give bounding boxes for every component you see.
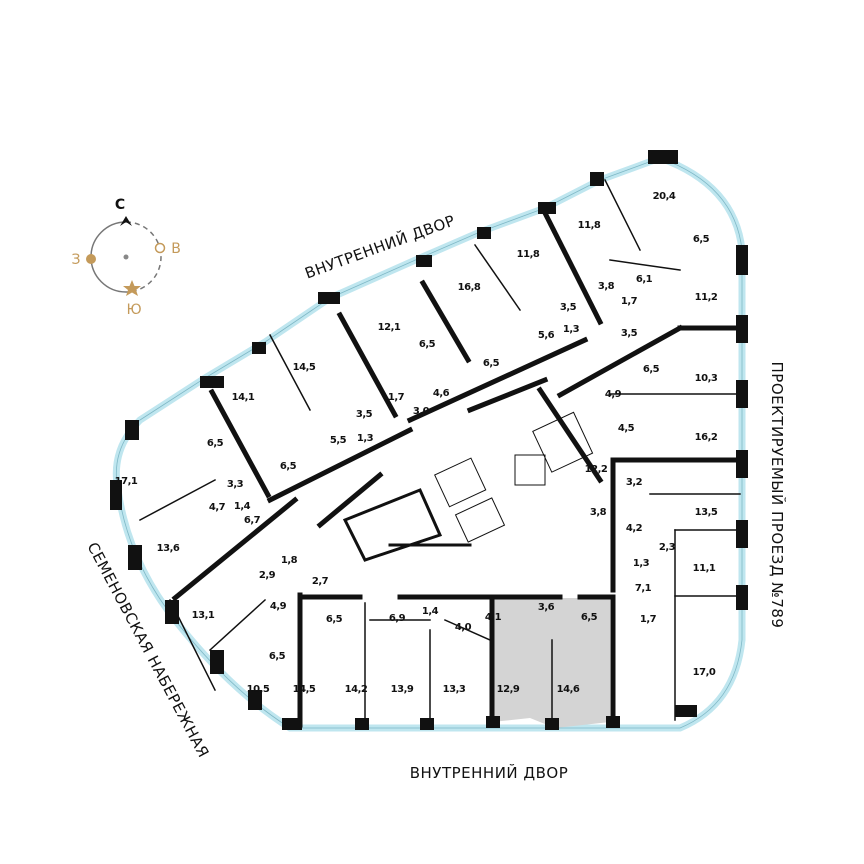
- compass-circle-dashed: [125, 221, 162, 293]
- compass-north-label: С: [115, 197, 125, 213]
- room-area: 10,3: [695, 373, 718, 384]
- room-area: 6,5: [693, 234, 710, 245]
- room-area: 3,0: [413, 406, 430, 417]
- room-area: 4,0: [455, 622, 472, 633]
- room-area: 4,9: [270, 601, 287, 612]
- room-area: 16,2: [695, 432, 718, 443]
- room-area: 3,5: [560, 302, 577, 313]
- room-area: 1,3: [563, 324, 580, 335]
- room-area: 4,2: [626, 523, 643, 534]
- room-area: 12,9: [497, 684, 520, 695]
- street-label-right: ПРОЕКТИРУЕМЫЙ ПРОЕЗД №789: [768, 362, 787, 629]
- room-area: 7,1: [635, 583, 652, 594]
- compass-south-label: Ю: [126, 302, 141, 318]
- room-area: 13,3: [443, 684, 466, 695]
- room-area: 6,1: [636, 274, 653, 285]
- room-area: 3,5: [356, 409, 373, 420]
- highlighted-apartment: [492, 598, 610, 728]
- room-area: 3,6: [538, 602, 555, 613]
- room-area: 20,4: [653, 191, 676, 202]
- room-area: 1,3: [633, 558, 650, 569]
- room-area: 14,5: [293, 684, 316, 695]
- room-area: 17,1: [115, 476, 138, 487]
- room-area: 13,6: [157, 543, 180, 554]
- room-area: 3,8: [598, 281, 615, 292]
- room-area: 4,6: [433, 388, 450, 399]
- room-area: 2,7: [312, 576, 329, 587]
- room-area: 1,7: [640, 614, 657, 625]
- room-area: 11,8: [517, 249, 540, 260]
- room-area: 1,4: [234, 501, 251, 512]
- room-area: 4,1: [485, 612, 502, 623]
- compass-center-dot: [123, 254, 129, 260]
- room-area: 5,6: [538, 330, 555, 341]
- west-sun-icon: [86, 254, 96, 264]
- room-area: 2,9: [259, 570, 276, 581]
- room-area: 3,8: [590, 507, 607, 518]
- compass: С З В Ю: [72, 197, 181, 318]
- room-area: 10,5: [247, 684, 270, 695]
- room-area: 2,3: [659, 542, 676, 553]
- room-area: 14,5: [293, 362, 316, 373]
- room-area: 6,5: [269, 651, 286, 662]
- room-area: 14,6: [557, 684, 580, 695]
- room-area: 11,1: [693, 563, 716, 574]
- street-label-top: ВНУТРЕННИЙ ДВОР: [302, 210, 457, 282]
- room-area: 6,5: [326, 614, 343, 625]
- room-area: 4,5: [618, 423, 635, 434]
- room-area: 14,2: [345, 684, 368, 695]
- room-area: 6,5: [419, 339, 436, 350]
- room-area: 6,5: [483, 358, 500, 369]
- room-area: 1,7: [621, 296, 638, 307]
- room-area: 6,9: [389, 613, 406, 624]
- room-area: 3,5: [621, 328, 638, 339]
- room-area: 3,2: [626, 477, 643, 488]
- compass-circle-solid: [90, 221, 127, 293]
- room-area: 13,5: [695, 507, 718, 518]
- room-area: 5,5: [330, 435, 347, 446]
- room-area: 3,3: [227, 479, 244, 490]
- room-area: 1,7: [388, 392, 405, 403]
- room-area: 1,3: [357, 433, 374, 444]
- room-area: 6,7: [244, 515, 261, 526]
- room-area: 12,1: [378, 322, 401, 333]
- room-area: 13,1: [192, 610, 215, 621]
- room-area: 13,9: [391, 684, 414, 695]
- south-star-icon: [123, 280, 141, 296]
- room-area: 6,5: [643, 364, 660, 375]
- room-area: 12,2: [585, 464, 608, 475]
- room-area: 14,1: [232, 392, 255, 403]
- room-area: 4,9: [605, 389, 622, 400]
- room-area: 1,4: [422, 606, 439, 617]
- north-arrow-icon: [120, 216, 132, 226]
- compass-west-label: З: [72, 252, 81, 268]
- room-area: 1,8: [281, 555, 298, 566]
- room-area: 4,7: [209, 502, 226, 513]
- compass-east-label: В: [171, 241, 181, 257]
- street-label-bottom: ВНУТРЕННИЙ ДВОР: [410, 763, 569, 782]
- room-area: 11,8: [578, 220, 601, 231]
- room-labels: 17,1 14,1 14,5 12,1 16,8 11,8 11,8 20,4 …: [115, 191, 719, 695]
- pillars: [110, 150, 748, 730]
- room-area: 6,5: [280, 461, 297, 472]
- east-sun-icon: [154, 242, 166, 254]
- room-area: 17,0: [693, 667, 716, 678]
- room-area: 16,8: [458, 282, 481, 293]
- room-area: 6,5: [581, 612, 598, 623]
- walls: [138, 178, 743, 728]
- room-area: 11,2: [695, 292, 718, 303]
- room-area: 6,5: [207, 438, 224, 449]
